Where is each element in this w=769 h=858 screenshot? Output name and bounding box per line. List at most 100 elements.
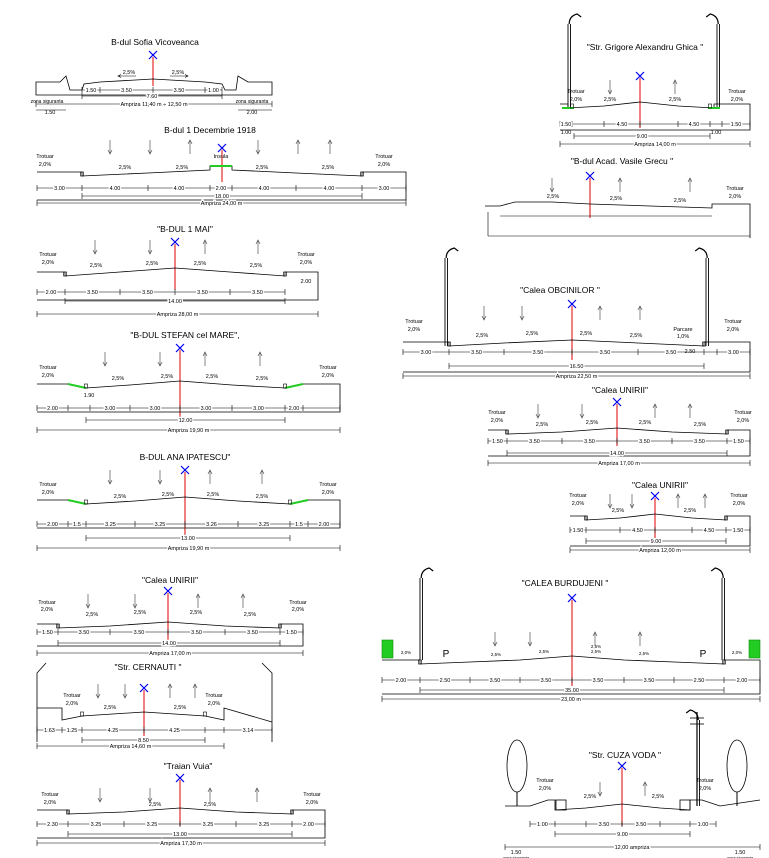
section-title: "CALEA BURDUJENI " [522,578,609,588]
traffic-arrow-down [157,470,163,485]
section-title: "Calea OBCINILOR " [520,285,600,295]
slope-label: 2,5% [206,374,219,380]
dimension-label: 2.00 [47,406,58,412]
curb [725,429,729,435]
traffic-arrow-up [295,139,301,154]
dimension-label: 1.50 [42,630,53,636]
curb [702,341,706,347]
dimension-label: 4.00 [110,186,121,192]
section-title: "B-dul Acad. Vasile Grecu " [571,156,673,166]
dimension-label: 3.25 [147,822,158,828]
slope-label: 2,5% [256,376,269,382]
section-traian-vuia: "Traian Vuia"Trotuar2,0%2,5%2,5%Trotuar2… [36,761,326,848]
dimension-label: 4.00 [259,186,270,192]
slope-label: 2,0% [306,800,319,806]
sidewalk-label: Trotuar [38,600,56,606]
traffic-arrow-down [481,306,487,321]
dimension-label: 4.50 [689,122,700,128]
curb [447,341,451,347]
ampriza-label: Ampriza 17,00 m [149,651,191,657]
slope-label: 2,5% [104,705,117,711]
slope-arrow [170,74,189,78]
traffic-arrow-down [607,494,613,509]
sidewalk-label: Trotuar [726,186,744,192]
road-axis-icon [617,761,627,771]
traffic-arrow-up [687,403,693,418]
dimension-label: 3.50 [490,678,501,684]
traffic-arrow-down [92,240,98,255]
slope-label: 2,0% [42,260,55,266]
section-calea-unirii-right: "Calea UNIRII"Trotuar2,0%2,5%2,5%2,5%2,5… [487,385,752,468]
slope-label: 2,0% [539,786,552,792]
sidewalk-label: Trotuar [205,693,223,699]
overall-dimension-label: 14.00 [168,299,182,305]
dimension-label: 3.00 [54,186,65,192]
sidewalk-label: Trotuar [36,154,54,160]
dimension-label: 1.50 [733,439,744,445]
overall-dimension-label: 35.00 [565,688,579,694]
dimension-label: 3.50 [79,630,90,636]
slope-label: 2,5% [250,263,263,269]
dimension-label: 1.00 [561,130,572,136]
slope-label: 2,5% [134,610,147,616]
slope-label: 2,5% [547,194,560,200]
slope-label: 2,0% [44,800,57,806]
dimension-label: 2.00 [247,110,258,116]
slope-label: 2,0% [491,418,504,424]
curb [80,711,84,717]
traffic-arrow-up [702,493,708,508]
section-ana-ipatescu: B-DUL ANA IPATESCU"Trotuar2,0%2,5%2,5%2,… [36,452,341,553]
dimension-label: 3.50 [191,630,202,636]
frame-line [261,662,273,742]
slope-label: 2,5% [584,794,597,800]
section-title: "B-DUL 1 MAI" [157,224,213,234]
slope-label: 2,5% [256,165,269,171]
traffic-arrow-down [527,632,533,647]
dimension-label: 2.00 [396,678,407,684]
parking-label: P [443,649,450,660]
road-profile [35,75,273,96]
lamp-head [445,247,459,259]
slope-label: 2,5% [90,263,103,269]
slope-label: 2,0% [292,607,305,613]
sidewalk-label: Trotuar [728,89,746,95]
slope-label: 2,0% [737,418,750,424]
section-1-decembrie-1918: B-dul 1 Decembrie 1918Trotuar2,0%2,5%2,5… [36,125,407,208]
traffic-arrow-down [549,178,555,193]
slope-label: 2,5% [639,420,652,426]
tree-icon [506,739,528,793]
slope-label: 2,5% [244,612,257,618]
dimension-label: 3.00 [253,406,264,412]
dimension-label: 4.00 [324,186,335,192]
dimension-label: 2.50 [694,678,705,684]
road-profile [560,101,751,131]
overall-dimension-label: 13.00 [181,536,195,542]
traffic-arrow-down [147,788,153,803]
dimension-label: 4.00 [174,186,185,192]
curb [288,499,292,505]
curb [290,809,294,815]
traffic-arrow-down [107,470,113,485]
slope-label: 2,5% [256,494,269,500]
dimension-label: 3.25 [155,522,166,528]
curb [56,623,60,629]
overall-dimension-label: 8.50 [138,738,149,744]
section-title: "Calea UNIRII" [592,385,648,395]
dimension-label: 1.50 [735,850,746,856]
slope-label: 2,5% [586,420,599,426]
dimension-label: 1.50 [492,439,503,445]
slope-label: 2,5% [604,97,617,103]
slope-label: 2,0% [733,501,746,507]
slope-label: 2,0% [699,786,712,792]
green-strip [284,383,304,389]
section-title: "B-DUL STEFAN cel MARE", [130,330,239,340]
sidewalk-label: Trotuar [567,89,585,95]
slope-label: 2,0% [42,490,55,496]
dimension-label: 3.14 [243,728,254,734]
traffic-arrow-up [240,593,246,608]
road-axis-icon [175,773,185,783]
slope-label: 2,5% [161,374,174,380]
slope-label: 2,0% [731,97,744,103]
traffic-arrow-up [207,787,213,802]
road-axis-icon [148,50,158,60]
